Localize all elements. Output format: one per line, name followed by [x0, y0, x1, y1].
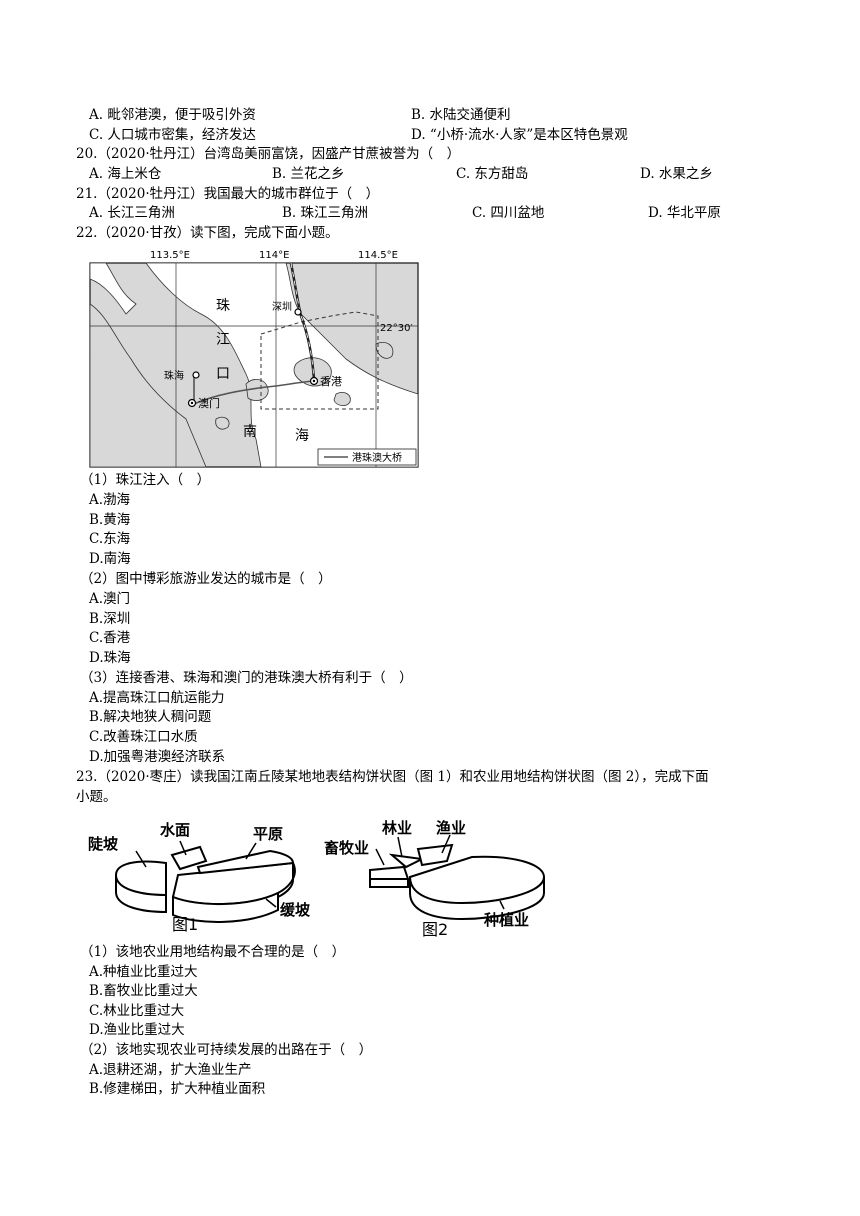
lon-label-113-5: 113.5°E	[150, 250, 190, 261]
q22-sub2-b: B.深圳	[89, 611, 131, 627]
q22-sub3-stem: （3）连接香港、珠海和澳门的港珠澳大桥有利于（ ）	[80, 670, 413, 686]
label-crop-farming: 种植业	[483, 911, 529, 929]
q19-option-a: A. 毗邻港澳，便于吸引外资	[89, 107, 256, 123]
label-animal-husbandry: 畜牧业	[324, 839, 369, 857]
label-hongkong: 香港	[320, 375, 342, 388]
label-nan: 南	[243, 424, 257, 440]
label-zhuhai: 珠海	[164, 369, 184, 382]
q22-sub3-b: B.解决地狭人稠问题	[89, 709, 212, 725]
q19-option-b: B. 水陆交通便利	[411, 107, 511, 123]
q22-sub2-c: C.香港	[89, 630, 131, 646]
label-gentle-slope: 缓坡	[280, 901, 310, 919]
q22-sub1-stem: （1）珠江注入（ ）	[80, 472, 211, 488]
q20-stem: 20.（2020·牡丹江）台湾岛美丽富饶，因盛产甘蔗被誉为（ ）	[76, 146, 461, 162]
label-steep-slope: 陡坡	[88, 835, 118, 853]
q22-sub3-a: A.提高珠江口航运能力	[89, 690, 225, 706]
legend-bridge-label: 港珠澳大桥	[352, 451, 402, 464]
q22-sub2-stem: （2）图中博彩旅游业发达的城市是（ ）	[80, 571, 332, 587]
q21-option-a: A. 长江三角洲	[89, 205, 175, 221]
lon-label-114: 114°E	[259, 250, 289, 261]
q21-option-d: D. 华北平原	[648, 205, 721, 221]
pearl-river-delta-map: 113.5°E 114°E 114.5°E 22°30′ 珠 江 口 南 海 深…	[86, 244, 422, 470]
q20-option-a: A. 海上米仓	[89, 166, 162, 182]
shenzhen-marker	[294, 308, 302, 316]
q23-stem-line2: 小题。	[76, 789, 117, 805]
figure-1-caption: 图1	[172, 915, 198, 934]
map-legend	[317, 448, 417, 466]
label-fishery: 渔业	[436, 819, 466, 837]
q23-sub1-a: A.种植业比重过大	[89, 964, 198, 980]
q22-sub3-d: D.加强粤港澳经济联系	[89, 749, 226, 765]
q22-sub1-a: A.渤海	[89, 492, 131, 508]
q23-sub2-stem: （2）该地实现农业可持续发展的出路在于（ ）	[80, 1042, 373, 1058]
label-water-surface: 水面	[160, 821, 190, 839]
q21-option-c: C. 四川盆地	[472, 205, 545, 221]
q23-sub1-c: C.林业比重过大	[89, 1003, 185, 1019]
zhuhai-marker	[192, 371, 200, 379]
label-kou: 口	[216, 366, 230, 382]
q21-stem: 21.（2020·牡丹江）我国最大的城市群位于（ ）	[76, 186, 380, 202]
q23-sub2-a: A.退耕还湖，扩大渔业生产	[89, 1062, 252, 1078]
label-plain: 平原	[253, 825, 283, 843]
label-shenzhen: 深圳	[272, 301, 292, 313]
lat-label-22-30: 22°30′	[380, 323, 413, 334]
q22-sub2-d: D.珠海	[89, 650, 131, 666]
q23-stem-line1: 23.（2020·枣庄）读我国江南丘陵某地地表结构饼状图（图 1）和农业用地结构…	[76, 769, 709, 785]
q20-option-b: B. 兰花之乡	[272, 166, 345, 182]
q22-sub1-d: D.南海	[89, 551, 131, 567]
q20-option-d: D. 水果之乡	[640, 166, 713, 182]
label-forestry: 林业	[382, 819, 412, 837]
q21-option-b: B. 珠江三角洲	[282, 205, 369, 221]
q22-sub1-c: C.东海	[89, 531, 131, 547]
q22-stem: 22.（2020·甘孜）读下图，完成下面小题。	[76, 225, 339, 241]
q22-sub3-c: C.改善珠江口水质	[89, 729, 198, 745]
q23-sub2-b: B.修建梯田，扩大种植业面积	[89, 1081, 266, 1097]
q23-sub1-d: D.渔业比重过大	[89, 1022, 185, 1038]
q23-sub1-b: B.畜牧业比重过大	[89, 983, 198, 999]
label-jiang: 江	[216, 332, 230, 348]
label-hai: 海	[295, 428, 309, 444]
q19-option-c: C. 人口城市密集，经济发达	[89, 127, 256, 143]
q19-option-d: D. “小桥·流水·人家”是本区特色景观	[411, 127, 628, 143]
label-macao: 澳门	[198, 396, 220, 410]
q22-sub1-b: B.黄海	[89, 512, 131, 528]
q23-sub1-stem: （1）该地农业用地结构最不合理的是（ ）	[80, 944, 346, 960]
label-zhu: 珠	[216, 298, 230, 314]
figure-2-caption: 图2	[422, 920, 448, 939]
q22-sub2-a: A.澳门	[89, 591, 131, 607]
figure-1-land-surface-pie: 陡坡 水面 平原 缓坡 图1	[88, 815, 323, 940]
q20-option-c: C. 东方甜岛	[456, 166, 529, 182]
figure-2-agricultural-land-pie: 畜牧业 林业 渔业 种植业 图2	[322, 815, 554, 940]
lon-label-114-5: 114.5°E	[358, 250, 398, 261]
